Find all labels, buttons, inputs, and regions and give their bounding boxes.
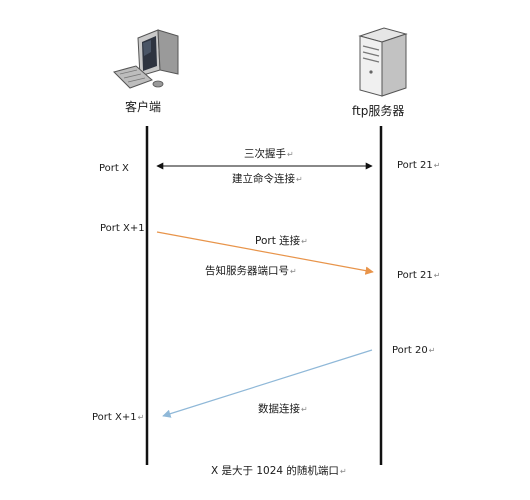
tell-server-port-label: 告知服务器端口号↵ (205, 265, 297, 277)
server-port-20-label: Port 20↵ (392, 345, 436, 356)
data-connect-label: 数据连接↵ (258, 403, 308, 415)
client-port-x-label: Port X (99, 163, 129, 174)
port-connect-arrow (156, 231, 374, 275)
server-tower-icon (358, 27, 408, 97)
client-label: 客户端 (125, 100, 162, 114)
server-label: ftp服务器 (352, 104, 405, 118)
footnote-random-port: X 是大于 1024 的随机端口↵ (211, 465, 347, 477)
port-connect-label: Port 连接↵ (255, 235, 308, 247)
client-port-x1-top-label: Port X+1 (100, 223, 145, 234)
server-port-21-mid-label: Port 21↵ (397, 270, 441, 281)
client-computer-icon (113, 29, 179, 89)
handshake-label: 三次握手↵ (244, 148, 294, 160)
client-port-x1-bottom-label: Port X+1↵ (92, 412, 145, 423)
data-connect-arrow (162, 349, 373, 418)
command-connect-label: 建立命令连接↵ (232, 173, 303, 185)
server-port-21-top-label: Port 21↵ (397, 160, 441, 171)
